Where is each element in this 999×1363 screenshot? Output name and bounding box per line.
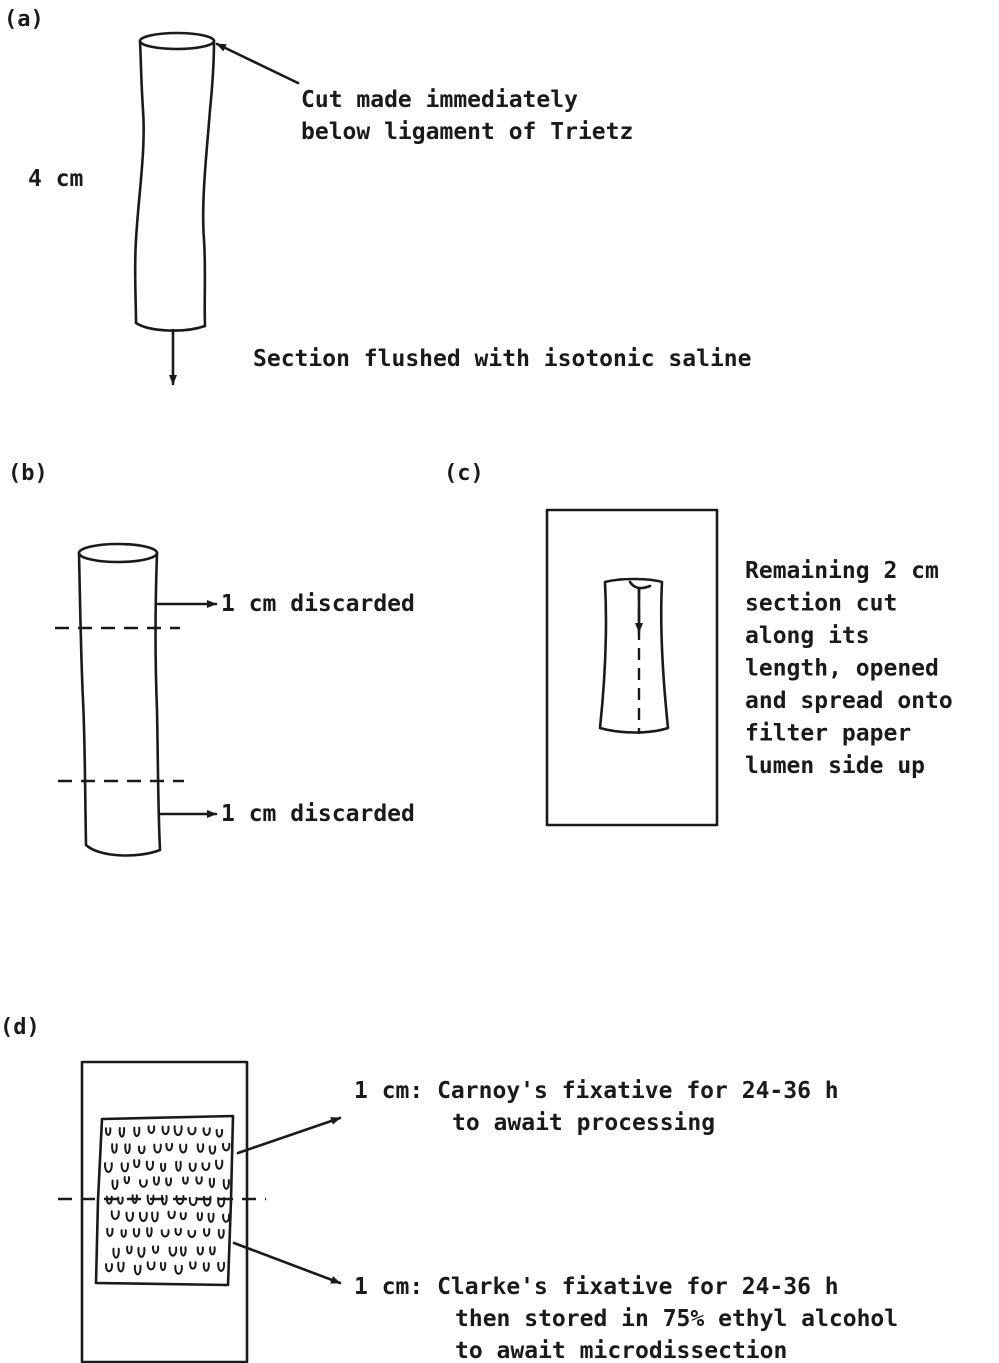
filter-paper-c [547, 510, 717, 825]
spread-note: Remaining 2 cm section cut along its length… [745, 558, 953, 779]
panel-d: (d) 1 cm: Carnoy's fixative for 24-36 h … [0, 1015, 898, 1363]
spread-note-line: Remaining 2 cm [745, 558, 939, 584]
panel-a: (a) 4 cm Cut made immediately below liga… [4, 7, 752, 384]
flush-note: Section flushed with isotonic saline [253, 346, 752, 372]
cut-note-line1: Cut made immediately [301, 87, 578, 113]
intestine-tube-b [79, 544, 160, 855]
carnoy-note-line2: to await processing [452, 1110, 715, 1136]
panel-b-label: (b) [8, 461, 48, 486]
panel-a-label: (a) [4, 7, 44, 32]
lower-half-arrow [234, 1243, 340, 1283]
spread-note-line: section cut [745, 591, 897, 617]
panel-c-label: (c) [444, 461, 484, 486]
mucosa-piece [96, 1116, 233, 1285]
spread-note-line: lumen side up [745, 753, 925, 779]
clarke-note-line3: to await microdissection [455, 1338, 787, 1363]
panel-c: (c) Remaining 2 cm section cut along its le… [444, 461, 953, 825]
cut-note-line2: below ligament of Trietz [301, 119, 633, 145]
panel-d-label: (d) [0, 1015, 40, 1040]
spread-note-line: along its [745, 623, 870, 649]
spread-note-line: length, opened [745, 656, 939, 682]
panel-b: (b) 1 cm discarded 1 cm discarded [8, 461, 415, 855]
clarke-note-line2: then stored in 75% ethyl alcohol [455, 1306, 898, 1332]
discard-note-bottom: 1 cm discarded [221, 801, 415, 827]
upper-half-arrow [238, 1118, 340, 1153]
discard-note-top: 1 cm discarded [221, 591, 415, 617]
length-label: 4 cm [28, 166, 83, 192]
intestine-tube-a [135, 33, 214, 331]
opened-section [600, 579, 668, 734]
spread-note-line: filter paper [745, 721, 911, 747]
filter-paper-d [82, 1062, 247, 1362]
villi-texture [105, 1126, 229, 1274]
clarke-note-line1: 1 cm: Clarke's fixative for 24-36 h [354, 1274, 839, 1300]
carnoy-note-line1: 1 cm: Carnoy's fixative for 24-36 h [354, 1078, 839, 1104]
spread-note-line: and spread onto [745, 688, 953, 714]
cut-pointer-arrow [217, 44, 298, 83]
